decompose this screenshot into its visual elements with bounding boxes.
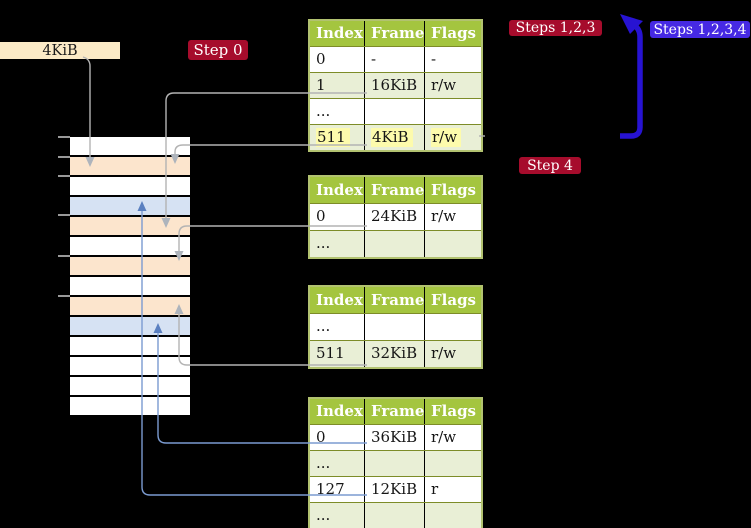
cell (425, 231, 480, 257)
cell (365, 231, 425, 257)
memory-frame-row-peach (70, 155, 190, 175)
arrow-big-loop (620, 22, 643, 139)
address-tick (58, 214, 70, 216)
cell: 36KiB (365, 425, 425, 450)
table-row: 511 4KiB r/w (310, 124, 481, 150)
cell: ... (310, 503, 365, 528)
memory-frame-row-white (70, 137, 190, 155)
address-tick (58, 295, 70, 297)
frame-size-label: 4KiB (0, 42, 120, 59)
cell: r (431, 480, 439, 498)
address-tick (58, 255, 70, 257)
table-row: ... (310, 313, 481, 340)
cell: 1 (310, 73, 365, 98)
table-row: 0-- (310, 46, 481, 72)
cell: 4KiB (365, 125, 425, 150)
cell: ... (310, 231, 365, 257)
column-header-index: Index (310, 21, 365, 46)
cell: ... (310, 314, 365, 340)
column-header-flags: Flags (431, 291, 476, 309)
column-header-flags: Flags (431, 24, 476, 42)
table-row: ... (310, 450, 481, 476)
memory-frame-row-white (70, 375, 190, 395)
memory-frame-row-white (70, 395, 190, 415)
badge-step-4: Step 4 (519, 157, 581, 174)
cell: r/w (431, 344, 457, 362)
column-header-flags: Flags (431, 402, 476, 420)
badge-steps-1-2-3-4: Steps 1,2,3,4 (650, 21, 750, 38)
memory-frame-row-white (70, 175, 190, 195)
table-row: ... (310, 230, 481, 257)
cell (365, 99, 425, 124)
cell (365, 503, 425, 528)
column-header-frame: Frame (365, 177, 425, 203)
cell: 127 (310, 477, 365, 502)
cell: 12KiB (365, 477, 425, 502)
highlighted-value: 511 (316, 128, 350, 147)
column-header-index: Index (310, 177, 365, 203)
physical-memory-stack (70, 137, 190, 415)
highlighted-value: 4KiB (371, 128, 413, 147)
cell (425, 99, 480, 124)
column-header-flags: Flags (431, 181, 476, 199)
cell: 32KiB (365, 341, 425, 367)
memory-frame-row-peach (70, 295, 190, 315)
cell: 16KiB (365, 73, 425, 98)
cell: ... (310, 99, 365, 124)
cell: 0 (310, 47, 365, 72)
cell: 0 (310, 425, 365, 450)
column-header-frame: Frame (365, 399, 425, 424)
memory-frame-row-white (70, 335, 190, 355)
cell: 511 (310, 341, 365, 367)
table-row: ... (310, 502, 481, 528)
address-tick (58, 175, 70, 177)
address-tick (58, 156, 70, 158)
memory-frame-row-peach (70, 255, 190, 275)
column-header-frame: Frame (365, 21, 425, 46)
cell: r/w (425, 125, 480, 150)
memory-frame-row-white (70, 235, 190, 255)
memory-frame-row-white (70, 275, 190, 295)
cell: r/w (431, 207, 457, 225)
cell (365, 451, 425, 476)
cell: - (431, 50, 437, 68)
cell: 24KiB (365, 204, 425, 230)
cell (365, 314, 425, 340)
column-header-index: Index (310, 287, 365, 313)
memory-frame-row-white (70, 355, 190, 375)
badge-step-0: Step 0 (188, 40, 248, 60)
cell: ... (310, 451, 365, 476)
cell: r/w (431, 76, 457, 94)
badge-steps-1-2-3: Steps 1,2,3 (509, 20, 602, 36)
memory-frame-row-peach (70, 215, 190, 235)
cell (425, 451, 480, 476)
cell (425, 314, 480, 340)
table-row: ... (310, 98, 481, 124)
address-tick (58, 136, 70, 138)
memory-frame-row-blue (70, 315, 190, 335)
arrow-big-loop-head (620, 14, 643, 34)
cell: 511 (310, 125, 365, 150)
column-header-index: Index (310, 399, 365, 424)
cell: r/w (431, 428, 457, 446)
column-header-frame: Frame (365, 287, 425, 313)
cell: - (365, 47, 425, 72)
cell (425, 503, 480, 528)
highlighted-value: r/w (431, 128, 462, 147)
cell: 0 (310, 204, 365, 230)
memory-frame-row-blue (70, 195, 190, 215)
